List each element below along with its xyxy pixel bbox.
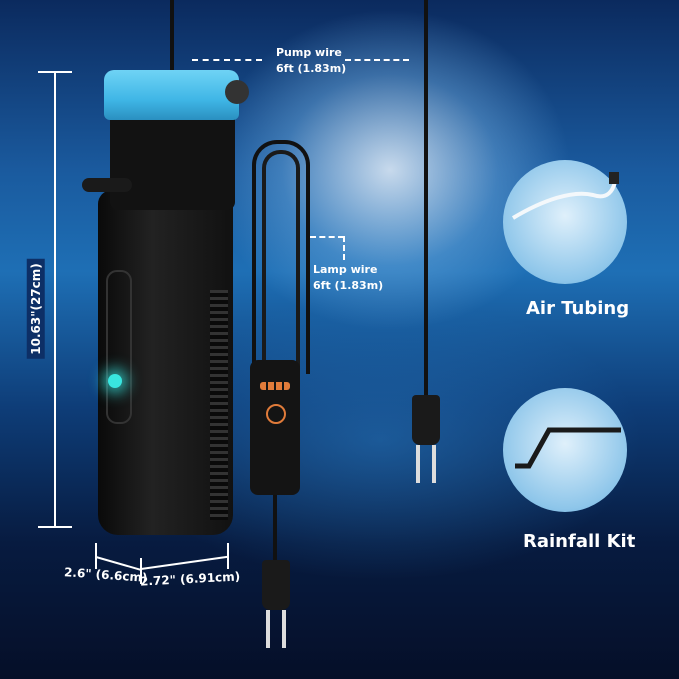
air-tubing-label: Air Tubing	[526, 298, 630, 319]
pump-cord	[170, 0, 174, 70]
air-tubing-icon	[511, 172, 619, 220]
power-plug-right	[412, 395, 440, 445]
rainfall-kit-image	[503, 388, 627, 512]
air-tubing-image	[503, 160, 627, 284]
dimension-cap	[38, 71, 72, 73]
power-button-icon[interactable]	[266, 404, 286, 424]
pump-vents	[210, 290, 228, 520]
depth-dimension-line	[140, 555, 228, 570]
height-dimension-line	[54, 72, 56, 527]
lamp-wire-leader	[343, 236, 345, 260]
plug-prong	[416, 445, 420, 483]
plug-prong	[432, 445, 436, 483]
plug-prong	[266, 610, 270, 648]
pump-knob	[225, 80, 249, 104]
depth-dimension-line	[227, 543, 229, 569]
controller-buttons	[260, 382, 290, 390]
coiled-lamp-wire	[252, 140, 310, 374]
dimension-cap	[38, 526, 72, 528]
lamp-cord	[273, 495, 277, 565]
indicator-light-icon	[108, 374, 122, 388]
lamp-wire-length: 6ft (1.83m)	[313, 279, 384, 292]
width-dimension-line	[95, 543, 97, 569]
pump-wire-leader	[192, 59, 262, 61]
pump-outlet	[82, 178, 132, 192]
pump-wire-label: Pump wire	[276, 46, 342, 59]
pump-body	[98, 190, 233, 535]
plug-prong	[282, 610, 286, 648]
lamp-wire-label: Lamp wire	[313, 263, 378, 276]
pump-wire-leader	[345, 59, 409, 61]
pump-window	[106, 270, 132, 424]
pump-wire-length: 6ft (1.83m)	[276, 62, 347, 75]
plug-cord	[424, 0, 428, 400]
power-plug-bottom	[262, 560, 290, 610]
rainfall-kit-icon	[515, 427, 621, 469]
width-dimension-line	[140, 558, 142, 584]
height-label: 10.63"(27cm)	[26, 259, 45, 359]
coiled-lamp-wire	[262, 150, 300, 374]
lamp-wire-leader	[310, 236, 344, 238]
depth-label: 2.72" (6.91cm)	[139, 569, 241, 589]
rainfall-kit-label: Rainfall Kit	[523, 531, 636, 552]
lamp-controller	[250, 360, 300, 495]
pump-lid	[104, 70, 239, 120]
